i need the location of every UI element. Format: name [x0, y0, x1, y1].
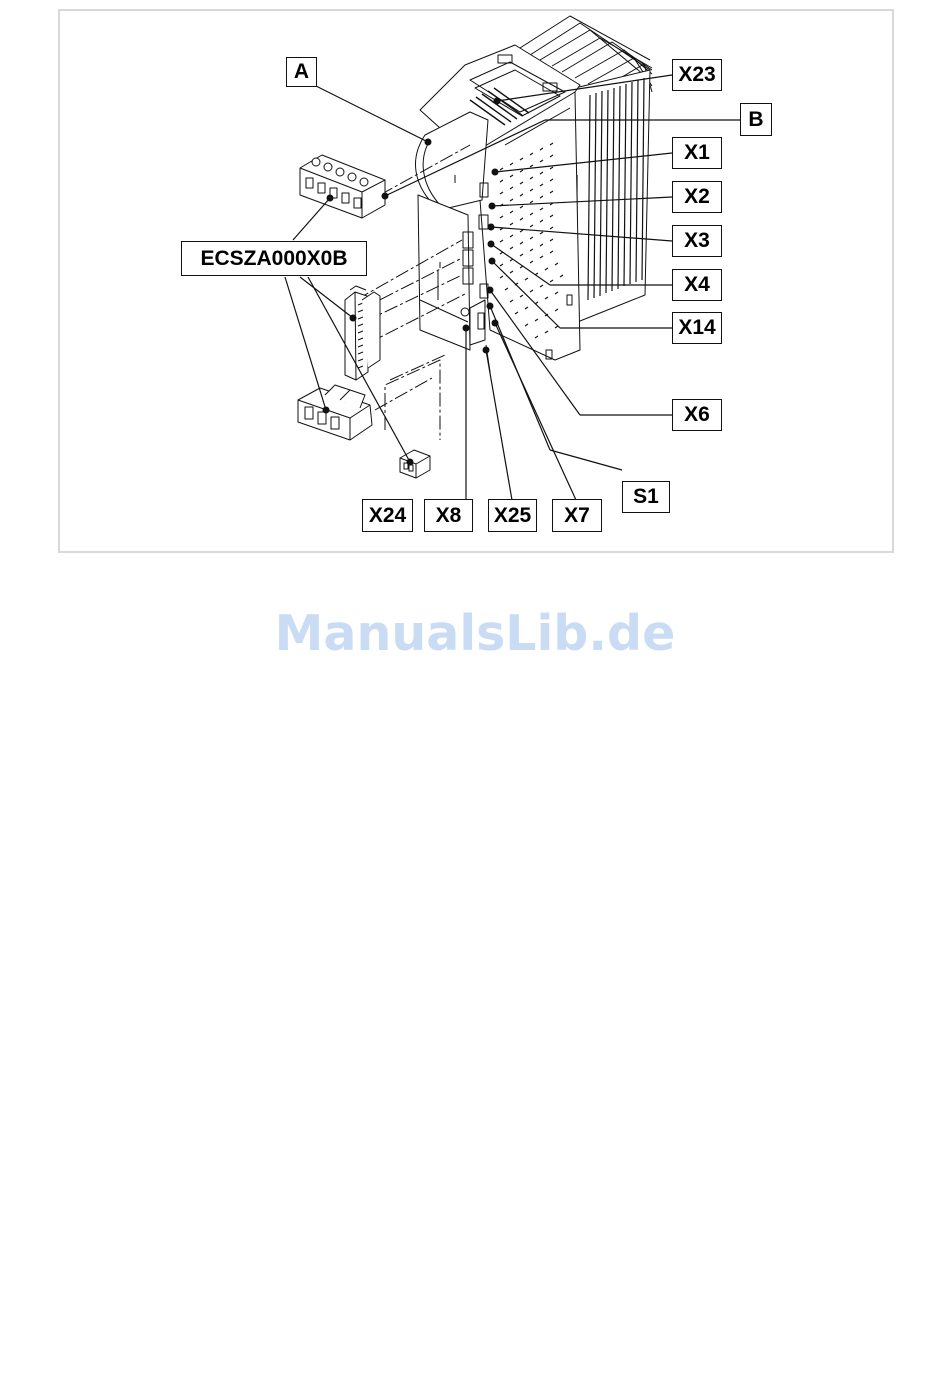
callout-a: A — [286, 57, 317, 87]
callout-x8: X8 — [424, 499, 473, 532]
cover-a — [416, 112, 488, 210]
device-illustration — [0, 0, 950, 560]
callout-x6: X6 — [672, 399, 722, 431]
callout-x7: X7 — [552, 499, 602, 532]
callout-b: B — [740, 103, 772, 136]
callout-x14: X14 — [672, 312, 722, 344]
callout-x23: X23 — [672, 59, 722, 91]
callout-x2: X2 — [672, 181, 722, 213]
callout-x1: X1 — [672, 137, 722, 169]
callout-x24: X24 — [362, 499, 413, 532]
plug-bottom — [298, 385, 372, 440]
plug-top — [300, 155, 385, 218]
callout-x25: X25 — [488, 499, 537, 532]
plug-x24 — [400, 450, 430, 478]
callout-x4: X4 — [672, 269, 722, 301]
callout-x3: X3 — [672, 225, 722, 257]
plug-strips — [345, 286, 380, 380]
callout-ecsza000x0b: ECSZA000X0B — [181, 241, 367, 276]
callout-s1: S1 — [622, 481, 670, 513]
watermark: ManualsLib.de — [0, 605, 950, 662]
